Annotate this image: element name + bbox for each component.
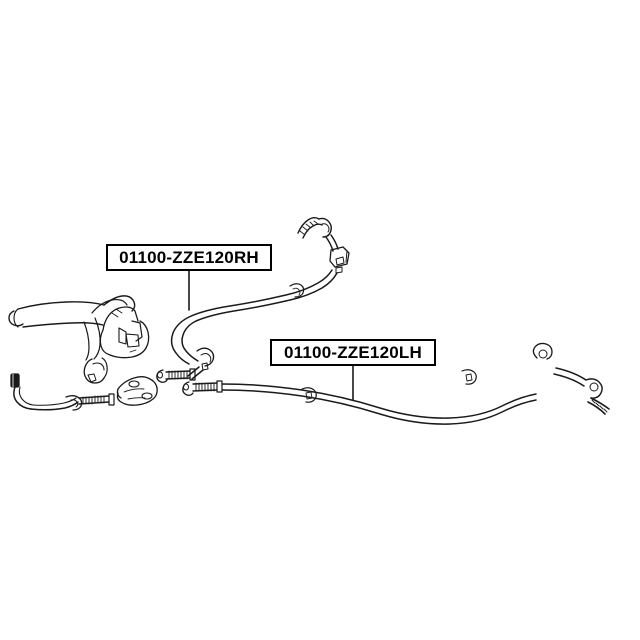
left-hand-brake-cable bbox=[182, 342, 610, 425]
part-number-label-lh: 01100-ZZE120LH bbox=[270, 339, 436, 366]
mounting-bracket bbox=[116, 376, 158, 406]
part-number-label-rh: 01100-ZZE120RH bbox=[106, 244, 272, 271]
right-hand-brake-cable bbox=[156, 217, 350, 383]
short-cable-with-adjuster bbox=[10, 373, 115, 411]
parking-brake-lever-assembly bbox=[8, 295, 150, 384]
